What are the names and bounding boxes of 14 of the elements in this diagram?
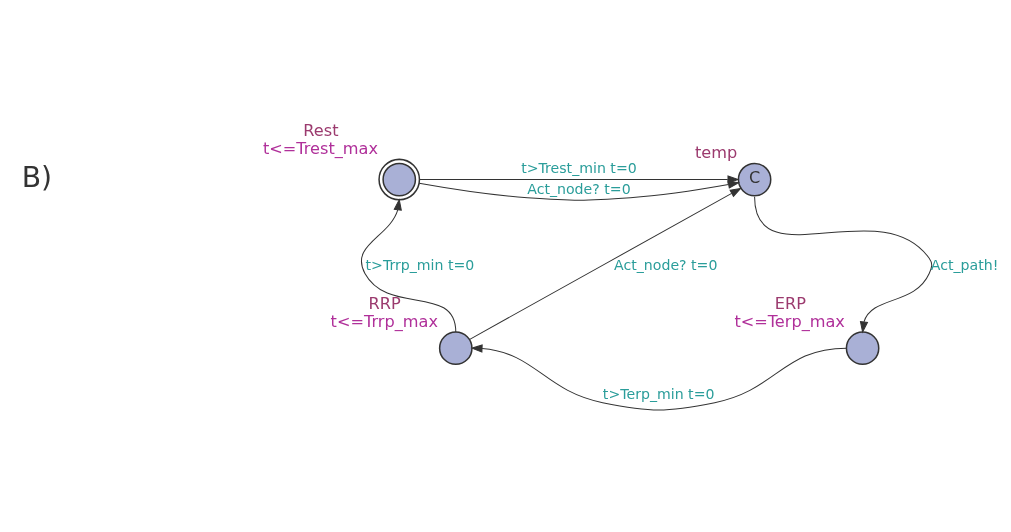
node-label: t<=Trest_max	[262, 138, 379, 158]
label: B)	[21, 160, 53, 194]
node-label: t<=Terp_max	[734, 311, 845, 331]
edge-label: t>Trrp_min t=0	[365, 256, 475, 273]
edge-label: Act_node? t=0	[527, 180, 631, 197]
node-label: RRP	[368, 293, 401, 313]
edge-label: Act_path!	[930, 256, 999, 273]
edge-label: t>Terp_min t=0	[602, 385, 715, 402]
node-label: ERP	[774, 293, 806, 313]
edge-label: t>Trest_min t=0	[521, 159, 637, 176]
node-label: t<=Trrp_max	[330, 311, 438, 331]
edge-label: Act_node? t=0	[614, 256, 718, 273]
node-label: temp	[695, 142, 738, 162]
node-label: Rest	[303, 120, 339, 140]
